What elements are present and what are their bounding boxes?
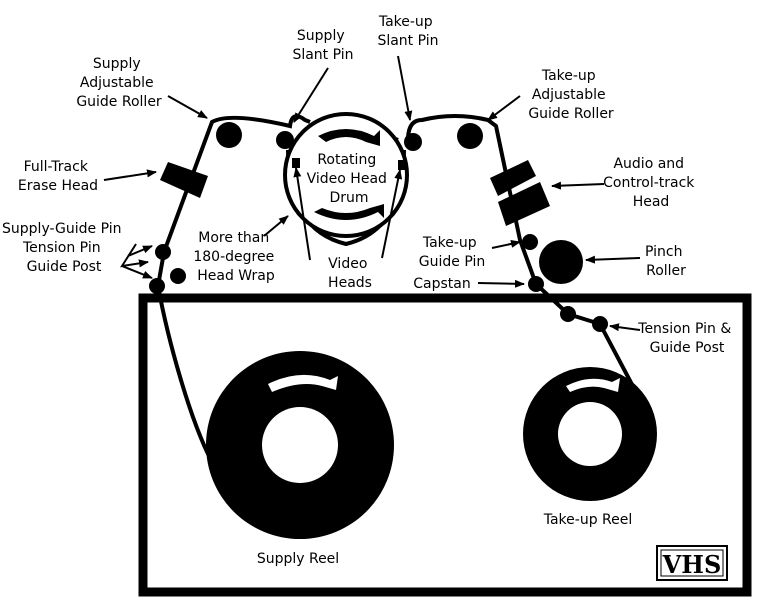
video-head-drum — [283, 112, 409, 238]
label-tension-pin-guide-post: Tension Pin & Guide Post — [637, 321, 735, 356]
label-takeup-reel: Take-up Reel — [543, 512, 633, 528]
label-capstan: Capstan — [413, 276, 470, 292]
label-supply-slant-pin: Supply Slant Pin — [292, 28, 353, 63]
vhs-logo: VHS — [656, 545, 728, 581]
supply-slant-pin — [276, 131, 294, 149]
tension-pin — [170, 268, 186, 284]
label-head-wrap: More than 180-degree Head Wrap — [193, 230, 278, 284]
svg-text:VHS: VHS — [662, 550, 722, 579]
supply-reel — [206, 351, 394, 539]
takeup-guide-post — [592, 316, 608, 332]
takeup-reel — [523, 367, 657, 501]
audio-control-track-head — [490, 160, 550, 226]
label-takeup-guide-pin: Take-up Guide Pin — [419, 235, 485, 270]
capstan — [528, 276, 544, 292]
takeup-adjustable-guide-roller — [457, 123, 483, 149]
guide-post — [149, 278, 165, 294]
label-takeup-slant-pin: Take-up Slant Pin — [377, 14, 438, 49]
takeup-guide-pin — [522, 234, 538, 250]
cassette-shell — [138, 293, 752, 597]
label-audio-control-track-head: Audio and Control-track Head — [603, 156, 699, 210]
full-track-erase-head — [160, 162, 208, 198]
label-takeup-adjustable-guide-roller: Take-up Adjustable Guide Roller — [528, 68, 614, 122]
label-supply-guide-pin-group: Supply-Guide Pin Tension Pin Guide Post — [2, 221, 126, 275]
label-supply-adjustable-guide-roller: Supply Adjustable Guide Roller — [76, 56, 162, 110]
takeup-tension-pin — [560, 306, 576, 322]
leader-arrows — [103, 55, 641, 332]
label-pinch-roller: Pinch Roller — [645, 244, 687, 279]
label-rotating-video-head-drum: Rotating Video Head Drum — [307, 152, 392, 206]
supply-adjustable-guide-roller — [216, 122, 242, 148]
label-full-track-erase-head: Full-Track Erase Head — [18, 159, 98, 194]
pinch-roller — [539, 240, 583, 284]
label-supply-reel: Supply Reel — [257, 551, 339, 567]
video-head-right — [398, 160, 406, 170]
takeup-slant-pin — [404, 133, 422, 151]
supply-guide-pin — [155, 244, 171, 260]
label-video-heads: Video Heads — [328, 256, 372, 291]
video-head-left — [292, 158, 300, 168]
